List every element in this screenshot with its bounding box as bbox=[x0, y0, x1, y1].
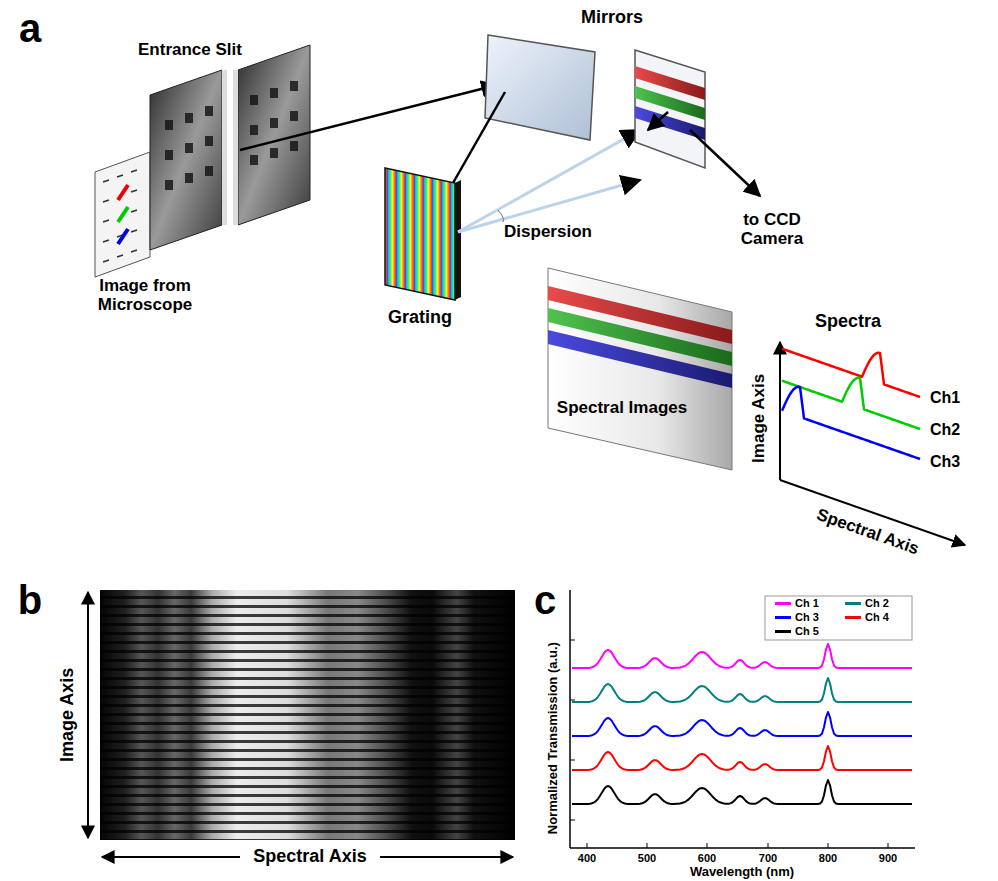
tick bbox=[888, 843, 889, 848]
image-grid bbox=[95, 152, 150, 277]
spectrum-curve bbox=[572, 644, 912, 668]
legend-entry: Ch 4 bbox=[845, 611, 889, 623]
spectrum-curve bbox=[782, 387, 920, 459]
part-label: Dispersion bbox=[504, 223, 592, 242]
tick bbox=[570, 820, 575, 821]
tick bbox=[647, 843, 648, 848]
spectrum-curve bbox=[782, 349, 920, 397]
legend-entry: Ch 2 bbox=[845, 597, 889, 609]
axis-label: Spectral Axis bbox=[253, 847, 366, 867]
channel-label: Ch3 bbox=[930, 453, 960, 471]
legend-swatch bbox=[845, 616, 861, 619]
tick bbox=[570, 640, 575, 641]
tick-label: 900 bbox=[879, 852, 897, 864]
green-spot bbox=[118, 207, 128, 222]
axis-arrow bbox=[380, 856, 513, 858]
slit-plate bbox=[150, 70, 222, 250]
axis-label: Normalized Transmission (a.u.) bbox=[546, 642, 560, 834]
legend-text: Ch 3 bbox=[795, 611, 819, 623]
part-label: Spectral Images bbox=[557, 399, 687, 418]
tick bbox=[570, 760, 575, 761]
part-label: Image from Microscope bbox=[83, 277, 208, 314]
tick-label: 700 bbox=[759, 852, 777, 864]
tick bbox=[828, 843, 829, 848]
legend-swatch bbox=[775, 630, 791, 633]
dispersed-beam bbox=[458, 130, 640, 232]
tick-label: 500 bbox=[638, 852, 656, 864]
spectrum-curve bbox=[572, 678, 912, 702]
grating-edge bbox=[455, 180, 461, 300]
light-beam bbox=[648, 112, 668, 130]
legend-box bbox=[765, 596, 912, 640]
axis-arrow bbox=[102, 856, 240, 858]
legend-text: Ch 2 bbox=[865, 597, 889, 609]
x-axis bbox=[570, 847, 915, 849]
axis-label: Image Axis bbox=[58, 668, 78, 762]
panel-label: b bbox=[18, 578, 42, 622]
blue-band bbox=[548, 330, 732, 388]
axis-arrow bbox=[779, 342, 781, 480]
spectral-plate bbox=[548, 268, 732, 470]
legend-swatch bbox=[775, 602, 791, 605]
legend-text: Ch 4 bbox=[865, 611, 889, 623]
image-stripes bbox=[100, 590, 515, 840]
blue-spot bbox=[118, 229, 128, 244]
spectral-image bbox=[100, 590, 515, 840]
axis-arrow bbox=[87, 592, 89, 838]
legend-text: Ch 5 bbox=[795, 625, 819, 637]
part-label: Mirrors bbox=[581, 8, 643, 28]
part-label: Entrance Slit bbox=[138, 41, 242, 60]
grid-dashes bbox=[103, 170, 137, 262]
y-axis bbox=[569, 590, 571, 848]
tick bbox=[587, 843, 588, 848]
legend-swatch bbox=[775, 616, 791, 619]
tick-label: 400 bbox=[578, 852, 596, 864]
channel-label: Ch2 bbox=[930, 421, 960, 439]
spectrum-curve bbox=[572, 780, 912, 804]
spectrum-curve bbox=[572, 712, 912, 736]
part-label: Spectra bbox=[815, 312, 881, 332]
grating bbox=[385, 168, 455, 300]
light-beam bbox=[690, 130, 760, 196]
tick bbox=[570, 700, 575, 701]
axis-label: Spectral Axis bbox=[814, 505, 921, 558]
angle-arc bbox=[498, 210, 503, 222]
mirror bbox=[485, 35, 595, 140]
light-beam bbox=[240, 85, 497, 150]
plate-edge bbox=[222, 70, 227, 225]
plate-holes bbox=[165, 81, 298, 190]
legend-text: Ch 1 bbox=[795, 597, 819, 609]
legend-entry: Ch 1 bbox=[775, 597, 819, 609]
channel-label: Ch1 bbox=[930, 389, 960, 407]
legend-entry: Ch 5 bbox=[775, 625, 819, 637]
panel-label: c bbox=[534, 578, 556, 622]
legend-entry: Ch 3 bbox=[775, 611, 819, 623]
panel-label: a bbox=[19, 6, 41, 50]
mirror bbox=[635, 50, 705, 168]
tick bbox=[707, 843, 708, 848]
red-spot bbox=[118, 185, 128, 200]
axis-label: Wavelength (nm) bbox=[690, 865, 794, 879]
tick-label: 600 bbox=[698, 852, 716, 864]
axis-label: Image Axis bbox=[751, 373, 770, 462]
spectrum-curve bbox=[572, 746, 912, 770]
tick bbox=[768, 843, 769, 848]
plate-edge bbox=[233, 70, 238, 225]
legend-swatch bbox=[845, 602, 861, 605]
part-label: to CCD Camera bbox=[717, 211, 827, 248]
tick-label: 800 bbox=[819, 852, 837, 864]
part-label: Grating bbox=[388, 308, 452, 328]
